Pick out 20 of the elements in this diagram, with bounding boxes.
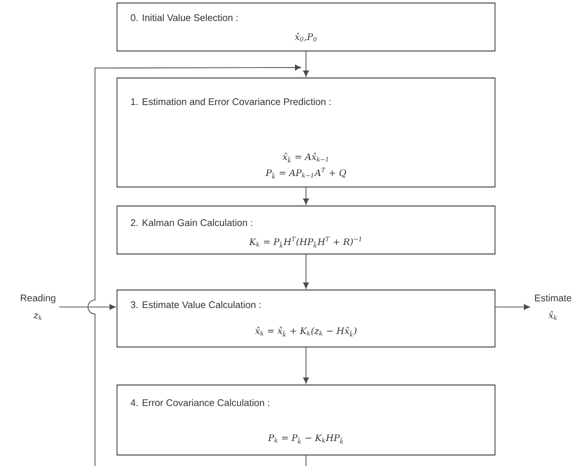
arrow: [303, 254, 309, 289]
step-title: 0. Initial Value Selection :: [130, 14, 238, 22]
arrow: [303, 347, 309, 384]
equation: x̂$_{0}$,P$_{0}$: [294, 32, 317, 42]
step-title: 4. Error Covariance Calculation :: [130, 399, 270, 406]
step-title: 3. Estimate Value Calculation :: [130, 301, 260, 308]
step-title: 2. Kalman Gain Calculation :: [130, 219, 252, 226]
equation: P$_{k̄}$ = AP$_{k−1}$A$^{T}$ + Q: [266, 168, 346, 179]
input-label: Reading z$_{k}$: [20, 294, 56, 320]
equation: K$_{k}$ = P$_{k̄}$H$^{T}$(HP$_{k̄}$H$^{T}$ + R)$^{−1}$: [249, 236, 362, 248]
arrow: [495, 304, 530, 310]
equation: x̂$_{k̄}$ = Ax̂$_{k−1}$: [282, 152, 328, 163]
output-label: Estimate x̂$_{k}$: [535, 294, 572, 320]
arrow: [58, 304, 116, 310]
step-title: 1. Estimation and Error Covariance Prediction :: [131, 98, 330, 106]
feedback-arrow: [88, 64, 302, 466]
arrow: [303, 187, 309, 205]
equation: P$_{k}$ = P$_{k̄}$ − K$_{k}$HP$_{k̄}$: [268, 434, 344, 444]
equation: x̂$_{k}$ = x̂$_{k̄}$ + K$_{k}$(z$_{k}$ − Hx̂$_{k̄}$): [255, 326, 356, 337]
arrow: [303, 51, 309, 77]
